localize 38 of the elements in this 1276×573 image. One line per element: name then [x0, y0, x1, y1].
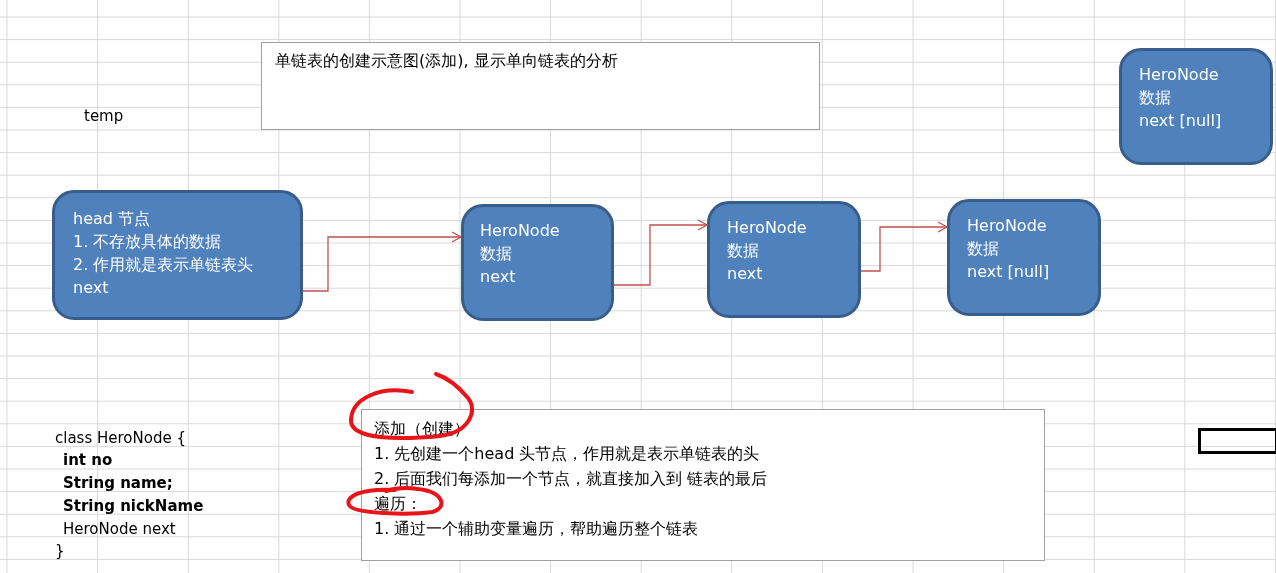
- node-text: 数据: [967, 238, 999, 260]
- node-text: next: [73, 277, 109, 299]
- node-text: HeroNode: [480, 220, 560, 242]
- arrow: [860, 221, 948, 272]
- text-line: 1. 先创建一个head 头节点，作用就是表示单链表的头: [374, 443, 760, 465]
- text-line: 遍历：: [374, 493, 422, 515]
- code-line: String nickName: [63, 497, 204, 515]
- node-text: next: [727, 263, 763, 285]
- node-text: next [null]: [967, 261, 1050, 283]
- list-node-box: [461, 204, 614, 321]
- node-text: head 节点: [73, 208, 151, 230]
- list-node-box: [707, 201, 861, 318]
- node-text: 数据: [727, 240, 759, 262]
- head-node-box: [52, 190, 303, 320]
- node-text: 数据: [480, 243, 512, 265]
- code-line: int no: [63, 451, 113, 469]
- title-box: [261, 42, 820, 130]
- text-line: 1. 通过一个辅助变量遍历，帮助遍历整个链表: [374, 518, 699, 540]
- node-text: next [null]: [1139, 110, 1222, 132]
- node-text: 数据: [1139, 87, 1171, 109]
- code-line: String name;: [63, 474, 173, 492]
- list-node-box: [947, 199, 1101, 316]
- node-text: HeroNode: [1139, 64, 1219, 86]
- node-text: HeroNode: [967, 215, 1047, 237]
- code-line: }: [55, 542, 65, 560]
- node-text: HeroNode: [727, 217, 807, 239]
- node-text: 2. 作用就是表示单链表头: [73, 254, 254, 276]
- list-node-box: [1119, 48, 1273, 165]
- text-line: 单链表的创建示意图(添加), 显示单向链表的分析: [275, 50, 618, 72]
- pointer-label: temp: [84, 107, 124, 125]
- arrow: [613, 219, 708, 286]
- note-box: [361, 409, 1045, 561]
- text-line: 2. 后面我们每添加一个节点，就直接加入到 链表的最后: [374, 468, 768, 490]
- code-line: class HeroNode {: [55, 429, 186, 447]
- arrow: [302, 231, 462, 292]
- node-text: next: [480, 266, 516, 288]
- code-line: HeroNode next: [63, 520, 176, 538]
- node-text: 1. 不存放具体的数据: [73, 231, 222, 253]
